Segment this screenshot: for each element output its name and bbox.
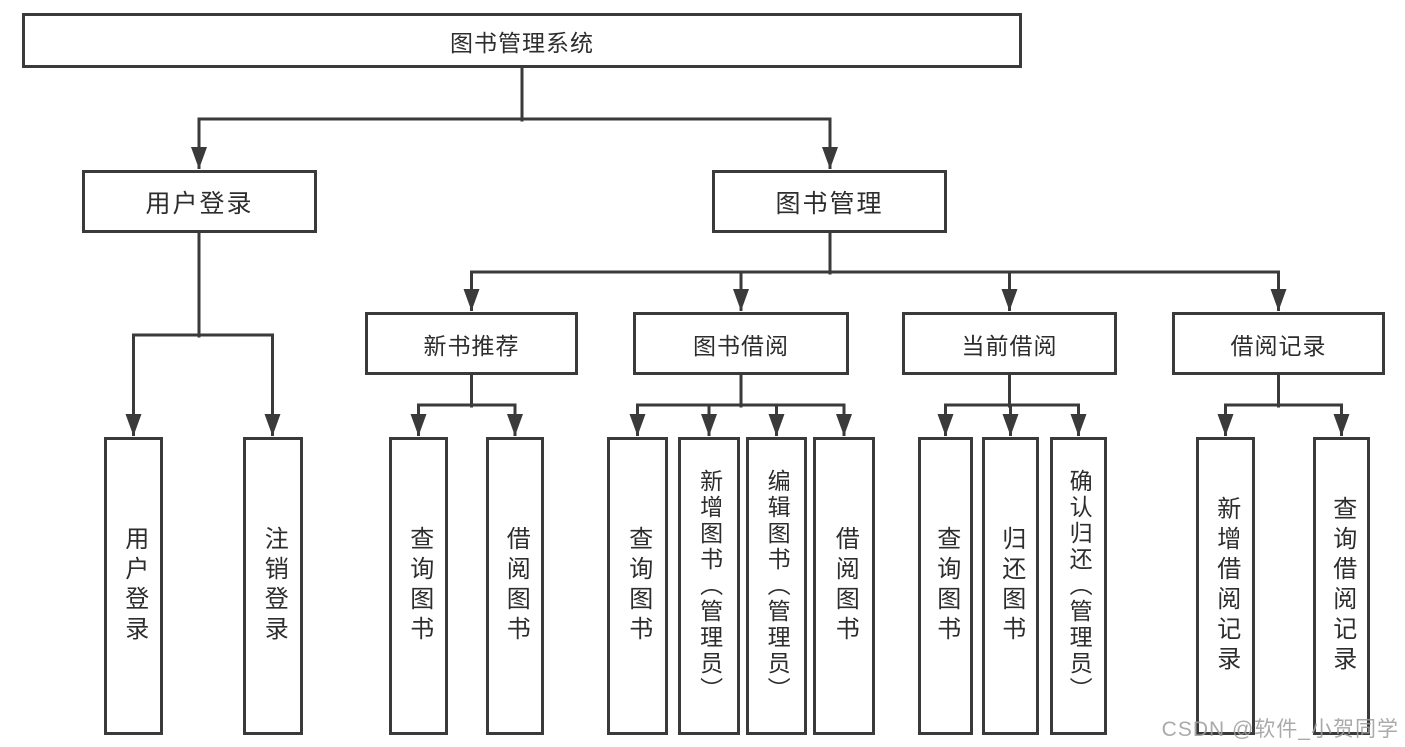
csdn-watermark: CSDN @软件_小贺同学: [1161, 718, 1399, 741]
leaf-query-borrow-record: 查询借阅记录: [1313, 437, 1370, 735]
leaf-return-books: 归还图书: [982, 437, 1039, 735]
leaf-add-books-admin: 新增图书（管理员）: [678, 437, 740, 735]
node-borrowing-records-label: 借阅记录: [1230, 332, 1327, 359]
node-borrowing-records: 借阅记录: [1172, 312, 1385, 375]
leaf-query-books: 查询图书: [607, 437, 668, 735]
node-book-management-label: 图书管理: [775, 189, 884, 218]
leaf-query-books-label: 查询图书: [624, 526, 652, 646]
leaf-query-books: 查询图书: [389, 437, 448, 735]
node-new-book-recommend: 新书推荐: [365, 312, 578, 375]
leaf-borrow-books-label: 借阅图书: [502, 526, 530, 646]
node-current-borrowing: 当前借阅: [902, 312, 1117, 375]
node-new-book-recommend-label: 新书推荐: [423, 332, 520, 359]
leaf-borrow-books: 借阅图书: [813, 437, 875, 735]
leaf-user-login: 用户登录: [104, 437, 163, 735]
leaf-confirm-return-admin-label: 确认归还（管理员）: [1066, 469, 1093, 703]
leaf-query-borrow-record-label: 查询借阅记录: [1328, 496, 1356, 676]
leaf-edit-books-admin: 编辑图书（管理员）: [746, 437, 807, 735]
leaf-user-login-label: 用户登录: [120, 526, 148, 646]
leaf-add-borrow-record-label: 新增借阅记录: [1212, 496, 1240, 676]
leaf-add-borrow-record: 新增借阅记录: [1196, 437, 1255, 735]
node-user-login: 用户登录: [82, 170, 317, 233]
node-current-borrowing-label: 当前借阅: [961, 332, 1058, 359]
leaf-query-books-label: 查询图书: [405, 526, 433, 646]
leaf-borrow-books: 借阅图书: [486, 437, 544, 735]
leaf-edit-books-admin-label: 编辑图书（管理员）: [764, 469, 791, 703]
leaf-borrow-books-label: 借阅图书: [831, 526, 859, 646]
node-root-label: 图书管理系统: [450, 29, 594, 56]
leaf-query-books-label: 查询图书: [932, 526, 960, 646]
node-book-borrowing-label: 图书借阅: [693, 332, 789, 359]
node-root: 图书管理系统: [22, 13, 1022, 68]
leaf-logout-label: 注销登录: [260, 526, 288, 646]
node-book-borrowing: 图书借阅: [633, 312, 849, 375]
leaf-logout: 注销登录: [243, 437, 303, 735]
leaf-add-books-admin-label: 新增图书（管理员）: [696, 469, 723, 703]
leaf-query-books: 查询图书: [918, 437, 973, 735]
tree-connector-bars: [132, 66, 1343, 408]
node-user-login-label: 用户登录: [145, 189, 254, 218]
tree-connector-arrows: [125, 119, 1350, 436]
leaf-return-books-label: 归还图书: [997, 526, 1025, 646]
node-book-management: 图书管理: [712, 170, 947, 233]
leaf-confirm-return-admin: 确认归还（管理员）: [1050, 437, 1107, 735]
